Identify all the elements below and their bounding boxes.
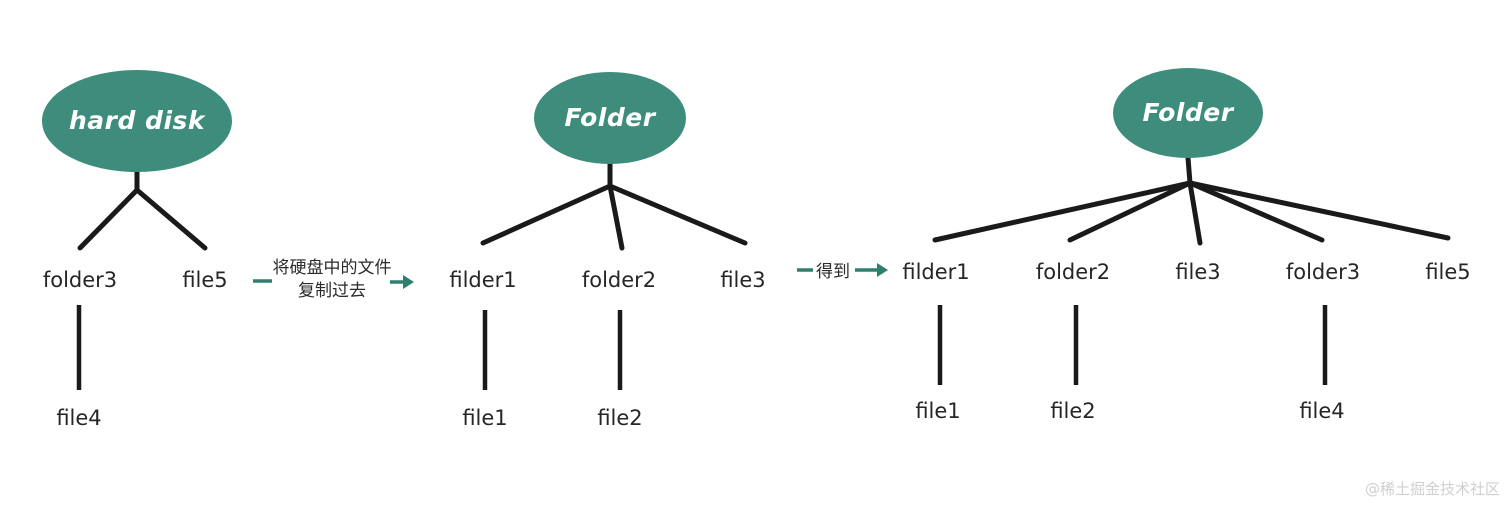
- annotation-arrowhead-icon: [877, 263, 888, 277]
- leaf-label-file4: file4: [56, 406, 101, 430]
- watermark: @稀土掘金技术社区: [1365, 480, 1500, 498]
- tree-branch-folder2: [1067, 180, 1193, 243]
- tree-stem: [1185, 155, 1193, 186]
- root-node-ellipse[interactable]: [1113, 68, 1263, 158]
- tree-branch-file3: [607, 183, 748, 246]
- tree-branch-folder3: [77, 187, 140, 251]
- root-node-ellipse[interactable]: [534, 72, 686, 164]
- leaf-label-file2: file2: [597, 406, 642, 430]
- tree-branch-file3: [1187, 180, 1203, 246]
- leaf-label-file1: file1: [462, 406, 507, 430]
- tree-folder-merged: Folder filder1 file1 folder2 file2 file3 folde…: [902, 68, 1471, 423]
- leaf-label-file3: file3: [720, 268, 765, 292]
- root-node-ellipse[interactable]: [42, 70, 232, 172]
- tree-hard-disk: hard disk folder3 file4 file5: [42, 70, 232, 430]
- tree-branch-filder1: [932, 180, 1193, 243]
- annotation-text-line: 得到: [816, 262, 850, 282]
- tree-branch-file5: [1187, 180, 1451, 241]
- tree-branch-folder3: [1187, 180, 1325, 243]
- leaf-label-filder1: filder1: [902, 260, 969, 284]
- leaf-label-filder1: filder1: [449, 268, 516, 292]
- trees-layer: hard disk folder3 file4 file5 Folder filder1 f…: [42, 68, 1471, 430]
- annotation-result: 得到: [797, 262, 888, 282]
- leaf-label-file1: file1: [915, 399, 960, 423]
- annotation-text-line: 将硬盘中的文件: [273, 258, 392, 278]
- leaf-label-folder3: folder3: [43, 268, 117, 292]
- leaf-label-folder2: folder2: [1036, 260, 1110, 284]
- annotation-text-line: 复制过去: [298, 281, 366, 301]
- leaf-label-file2: file2: [1050, 399, 1095, 423]
- leaf-label-file3: file3: [1175, 260, 1220, 284]
- tree-folder-copy: Folder filder1 file1 folder2 file2 file3: [449, 72, 766, 430]
- root-node-label: Folder: [564, 103, 656, 132]
- leaf-label-folder2: folder2: [582, 268, 656, 292]
- annotation-arrowhead-icon: [403, 275, 414, 289]
- tree-branch-file5: [134, 187, 208, 251]
- root-node-label: hard disk: [69, 106, 206, 135]
- leaf-label-file5: file5: [182, 268, 227, 292]
- tree-branch-folder2: [607, 183, 625, 251]
- leaf-label-file5: file5: [1425, 260, 1470, 284]
- leaf-label-folder3: folder3: [1286, 260, 1360, 284]
- leaf-label-file4: file4: [1299, 399, 1344, 423]
- root-node-label: Folder: [1142, 98, 1234, 127]
- tree-branch-filder1: [480, 183, 613, 246]
